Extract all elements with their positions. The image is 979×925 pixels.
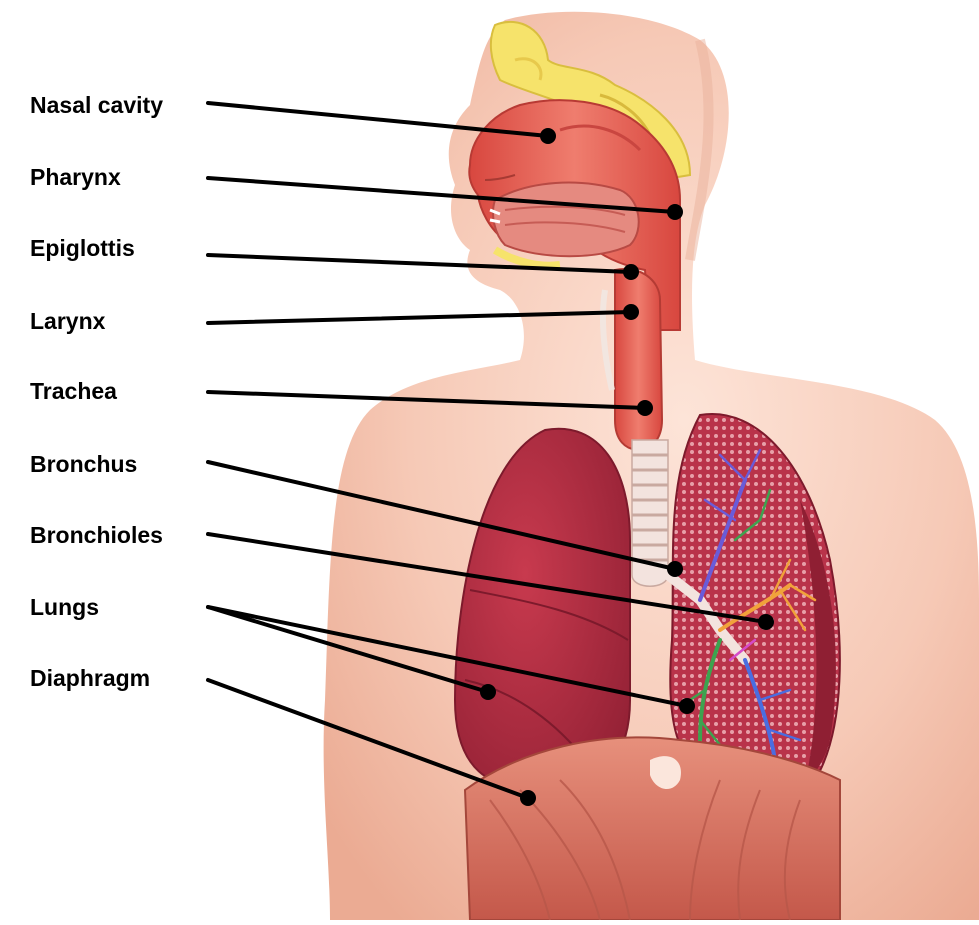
- dot-lungs-left: [679, 698, 695, 714]
- label-trachea: Trachea: [30, 380, 117, 403]
- dot-trachea: [637, 400, 653, 416]
- label-larynx: Larynx: [30, 310, 105, 333]
- dot-pharynx: [667, 204, 683, 220]
- dot-epiglottis: [623, 264, 639, 280]
- label-diaphragm: Diaphragm: [30, 667, 150, 690]
- label-bronchus: Bronchus: [30, 453, 137, 476]
- label-pharynx: Pharynx: [30, 166, 121, 189]
- label-epiglottis: Epiglottis: [30, 237, 135, 260]
- dot-lungs-right: [480, 684, 496, 700]
- label-lungs: Lungs: [30, 596, 99, 619]
- label-nasal-cavity: Nasal cavity: [30, 94, 163, 117]
- dot-nasal-cavity: [540, 128, 556, 144]
- dot-larynx: [623, 304, 639, 320]
- dot-bronchioles: [758, 614, 774, 630]
- label-bronchioles: Bronchioles: [30, 524, 163, 547]
- dot-bronchus: [667, 561, 683, 577]
- dot-diaphragm: [520, 790, 536, 806]
- diaphragm-muscle: [465, 737, 840, 920]
